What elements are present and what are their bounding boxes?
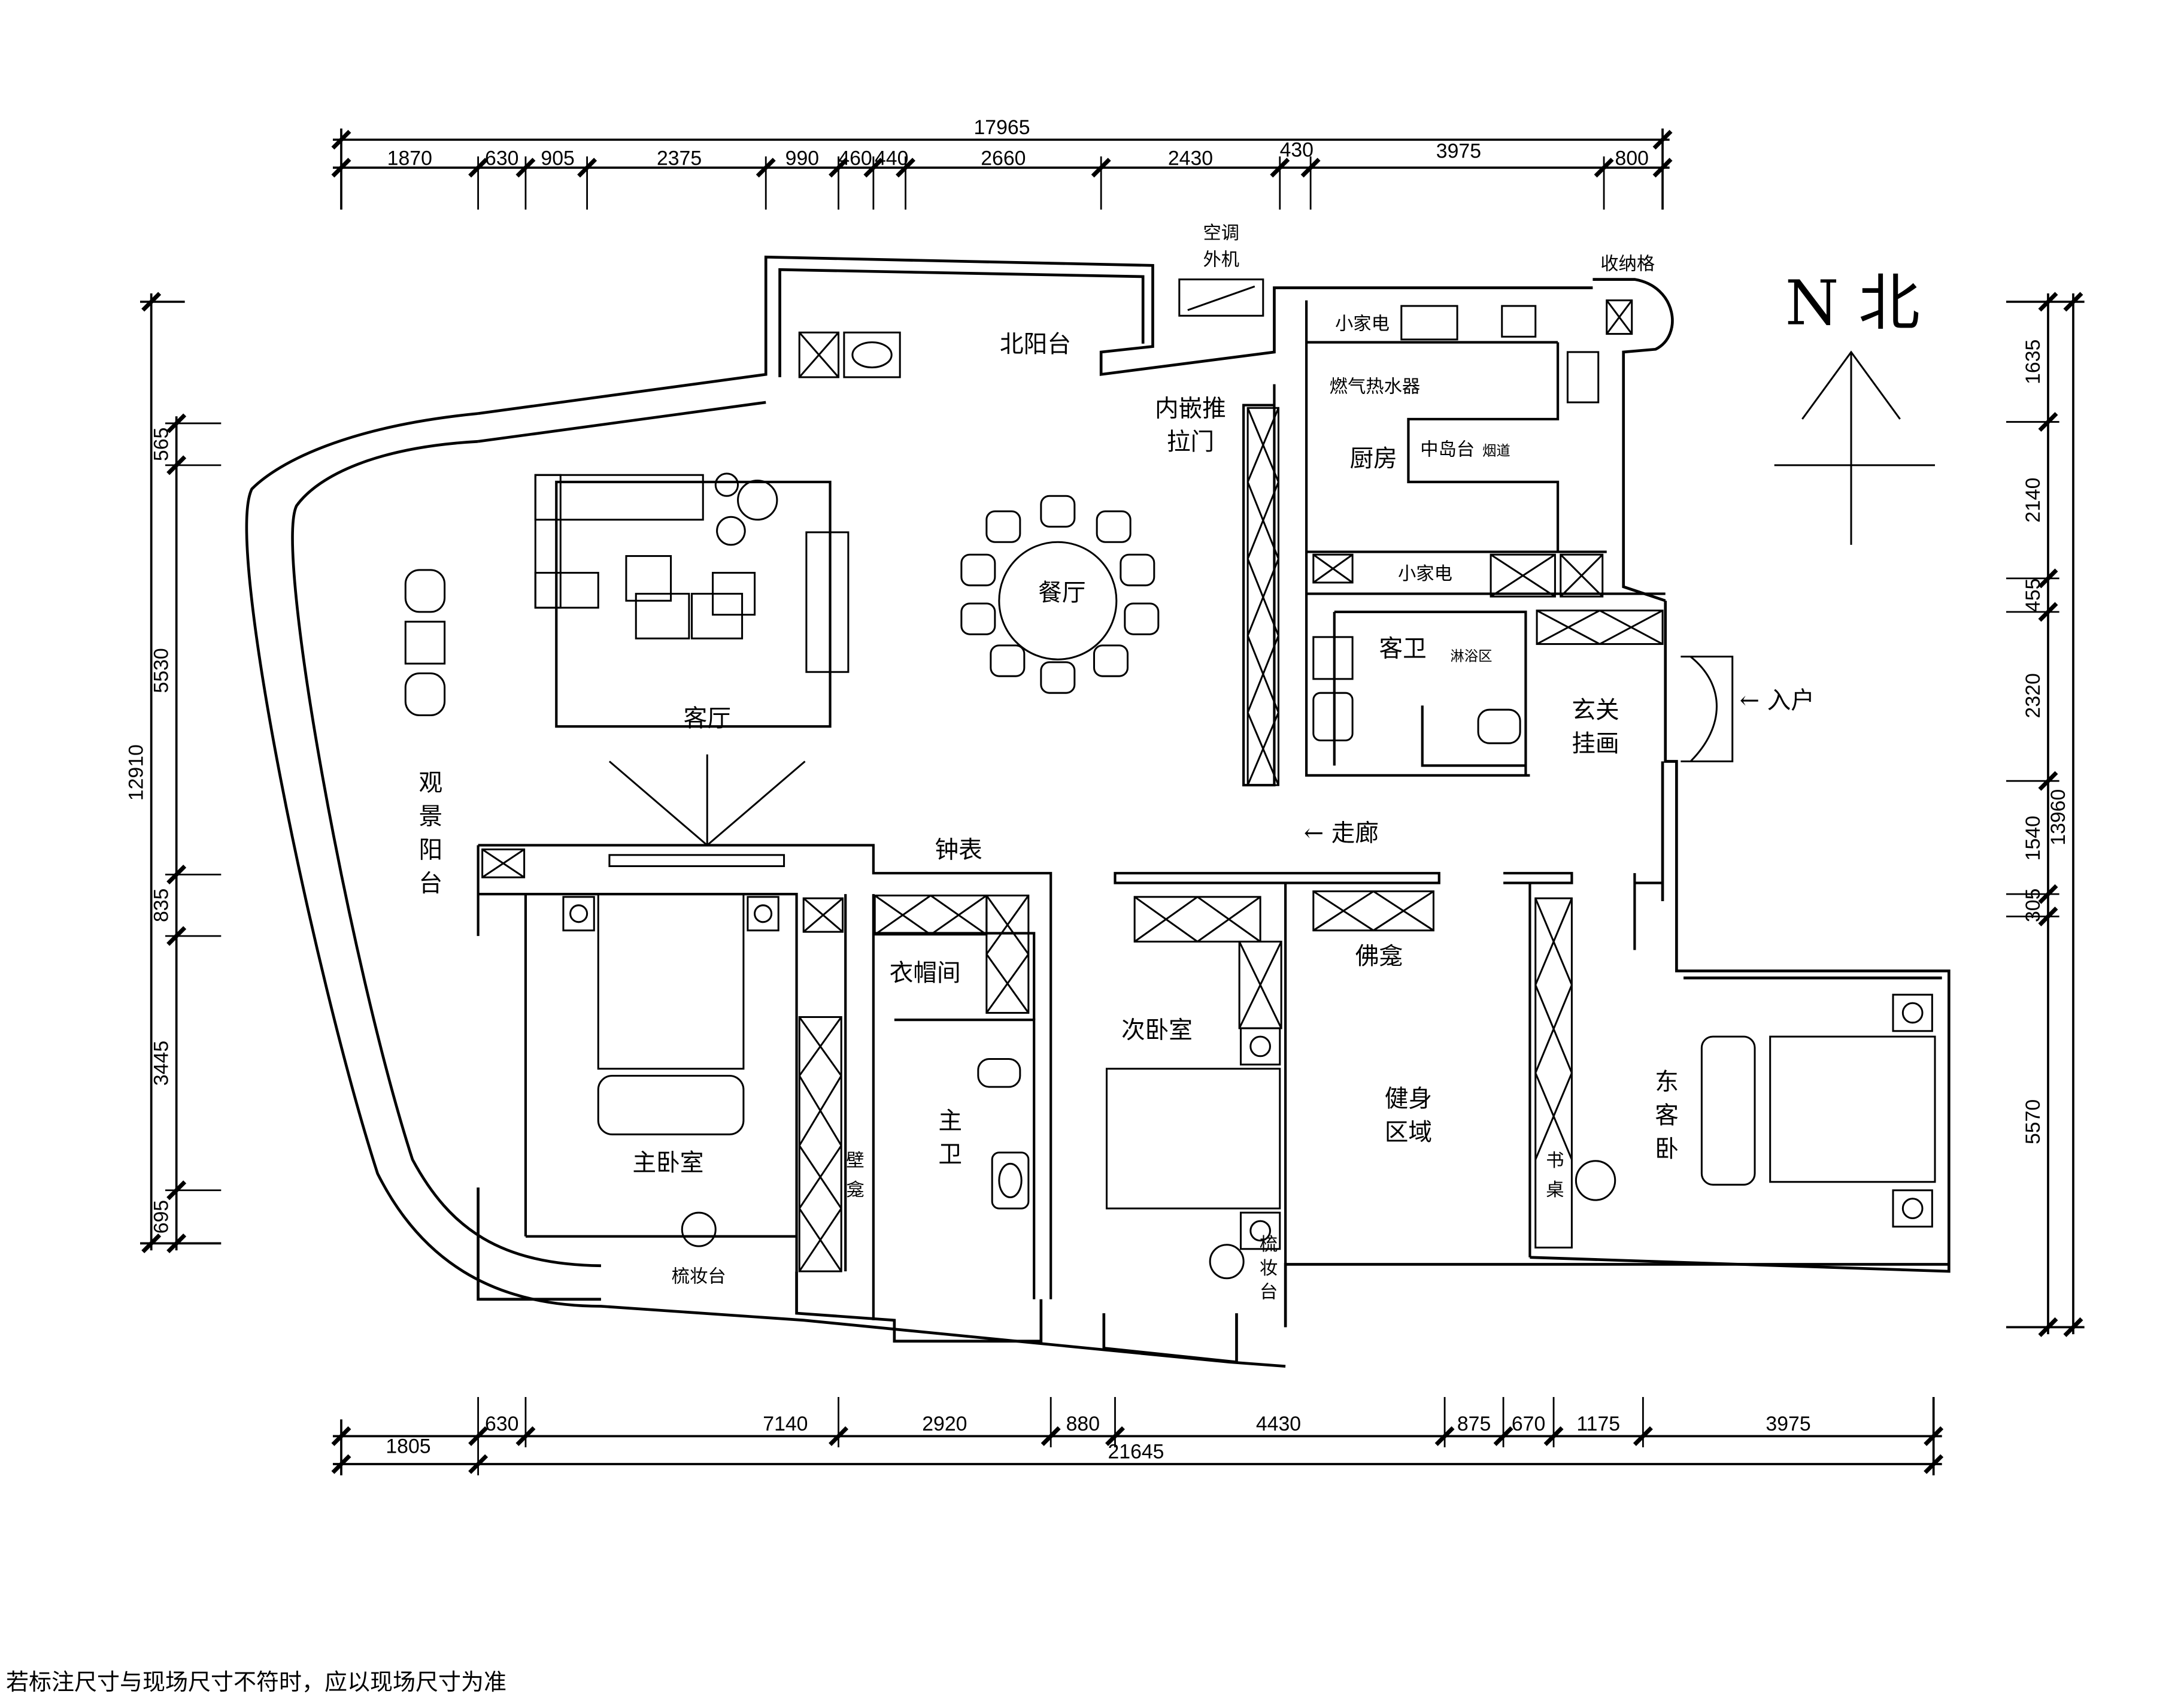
dim-right-3: 455: [2022, 578, 2045, 612]
room-entry: ← 入户: [1740, 687, 1815, 714]
room-east-guest-2: 客: [1655, 1102, 1679, 1129]
dim-right-2: 2140: [2022, 478, 2045, 523]
room-east-guest-1: 东: [1655, 1068, 1679, 1096]
dim-top-9: 2430: [1168, 147, 1213, 169]
room-master-bath-1: 主: [938, 1107, 962, 1135]
room-guest-bath: 客卫: [1379, 635, 1426, 663]
label-desk-1: 书: [1546, 1150, 1564, 1171]
dim-bottom-6: 4430: [1256, 1413, 1301, 1435]
dim-top-10: 430: [1280, 138, 1314, 161]
room-cloakroom: 衣帽间: [890, 959, 961, 987]
room-east-guest-3: 卧: [1655, 1135, 1679, 1163]
dim-top-3: 905: [541, 147, 574, 169]
room-gym-2: 区域: [1385, 1119, 1432, 1146]
dim-bottom-8: 670: [1512, 1413, 1545, 1435]
dim-top-2: 630: [485, 147, 518, 169]
label-island: 中岛台: [1420, 440, 1475, 460]
dim-left-3: 835: [150, 889, 173, 922]
dim-top-7: 440: [875, 147, 908, 169]
label-appliance-top: 小家电: [1335, 314, 1390, 335]
label-vanity-master: 梳妆台: [672, 1266, 726, 1287]
dim-right-5: 1540: [2022, 816, 2045, 860]
room-master-bath-2: 卫: [938, 1141, 962, 1168]
room-foyer-1: 玄关: [1572, 696, 1619, 724]
label-vanity-second-1: 梳: [1260, 1234, 1278, 1255]
annotation-labels: 空调 外机 收纳格 小家电 燃气热水器 中岛台 烟道 小家电 内嵌推 拉门 淋浴…: [672, 223, 1655, 1302]
bottom-dimension-lines: [331, 1397, 1944, 1475]
room-buddha-niche: 佛龛: [1355, 943, 1403, 970]
dim-bottom-total: 21645: [1108, 1441, 1164, 1463]
label-pocket-door-2: 拉门: [1167, 428, 1214, 456]
right-dimension-lines: [2006, 292, 2085, 1337]
room-living: 客厅: [684, 705, 731, 732]
dim-top-4: 2375: [657, 147, 702, 169]
label-storage: 收纳格: [1600, 253, 1655, 274]
dim-left-1: 565: [150, 428, 173, 461]
room-second-bedroom: 次卧室: [1121, 1016, 1193, 1044]
footer-note: 若标注尺寸与现场尺寸不符时，应以现场尺寸为准: [6, 1669, 507, 1695]
dim-top-8: 2660: [981, 147, 1026, 169]
room-kitchen: 厨房: [1349, 445, 1397, 472]
label-clock: 钟表: [935, 836, 982, 863]
dimension-labels: 17965 1870 630 905 2375 990 460 440 2660…: [125, 116, 2070, 1463]
room-view-balcony-3: 阳: [418, 836, 442, 863]
dim-top-total: 17965: [974, 116, 1030, 139]
label-ac-unit-1: 空调: [1203, 223, 1239, 244]
label-flue: 烟道: [1482, 443, 1510, 459]
dim-left-2: 5530: [150, 648, 173, 693]
label-wall-niche-1: 壁: [846, 1150, 864, 1171]
dim-bottom-10: 3975: [1766, 1413, 1810, 1435]
dim-left-4: 3445: [150, 1041, 173, 1086]
dim-right-total: 13960: [2047, 789, 2070, 846]
left-dimension-lines: [140, 292, 222, 1253]
dim-right-4: 2320: [2022, 673, 2045, 718]
dim-right-6: 305: [2022, 889, 2045, 922]
dim-bottom-7: 875: [1457, 1413, 1491, 1435]
label-appliance-bottom: 小家电: [1398, 563, 1452, 584]
room-view-balcony-4: 台: [418, 869, 442, 897]
dim-bottom-2: 630: [485, 1413, 518, 1435]
dim-bottom-9: 1175: [1576, 1413, 1620, 1435]
label-pocket-door-1: 内嵌推: [1155, 395, 1226, 422]
dim-top-5: 990: [785, 147, 819, 169]
dim-left-5: 695: [150, 1200, 173, 1234]
dim-right-1: 1635: [2022, 340, 2045, 384]
dim-left-total: 12910: [125, 744, 148, 801]
room-view-balcony-1: 观: [418, 769, 442, 797]
room-master-bedroom: 主卧室: [632, 1149, 703, 1177]
dim-bottom-5: 880: [1066, 1413, 1100, 1435]
room-dining: 餐厅: [1038, 579, 1085, 607]
dim-top-1: 1870: [387, 147, 432, 169]
label-wall-niche-2: 龛: [846, 1180, 864, 1201]
exterior-walls: [245, 255, 1951, 1368]
dim-right-7: 5570: [2022, 1099, 2045, 1144]
dim-bottom-3: 7140: [763, 1413, 808, 1435]
furniture: [404, 305, 1936, 1280]
dim-top-11: 3975: [1436, 140, 1481, 163]
compass-label: N 北: [1785, 268, 1920, 339]
label-desk-2: 桌: [1546, 1180, 1564, 1201]
room-north-balcony: 北阳台: [1000, 331, 1071, 358]
dim-top-12: 800: [1615, 147, 1649, 169]
label-ac-unit-2: 外机: [1203, 249, 1239, 270]
room-view-balcony-2: 景: [418, 803, 442, 831]
cabinets: [481, 278, 1664, 1272]
label-vanity-second-2: 妆: [1260, 1258, 1278, 1279]
room-foyer-2: 挂画: [1572, 730, 1619, 757]
dim-bottom-4: 2920: [922, 1413, 967, 1435]
room-labels: 客厅 餐厅 厨房 客卫 玄关 挂画 ← 走廊 ← 入户 主卧室 衣帽间 主 卫 …: [418, 331, 1814, 1177]
dim-bottom-1: 1805: [386, 1435, 430, 1457]
room-corridor: ← 走廊: [1304, 820, 1379, 847]
label-shower: 淋浴区: [1450, 648, 1492, 665]
label-water-heater: 燃气热水器: [1330, 377, 1421, 398]
dim-top-6: 460: [838, 147, 872, 169]
top-dimension-lines: [331, 128, 1673, 210]
room-gym-1: 健身: [1385, 1085, 1432, 1113]
label-vanity-second-3: 台: [1260, 1281, 1278, 1302]
